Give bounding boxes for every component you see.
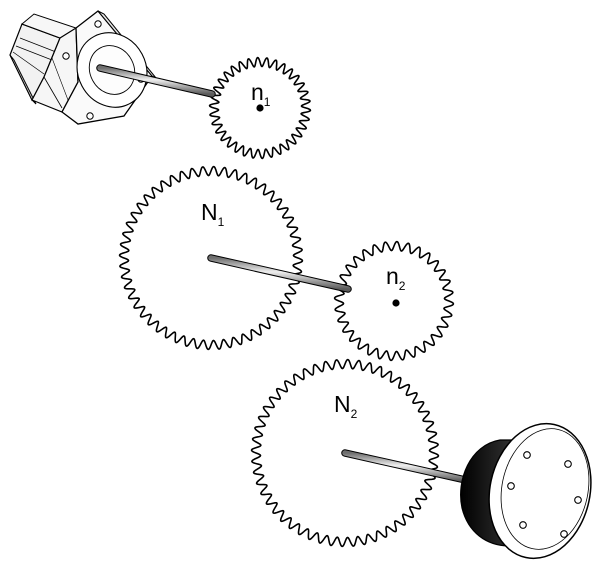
gear-n1-label: n1 [251,79,271,109]
output-wheel-icon [460,422,592,560]
gear-N1-label: N1 [201,199,225,229]
gear-n2-label: n2 [386,263,406,293]
gear-n2-center-dot [392,299,400,307]
gear-N2-label: N2 [334,391,358,421]
intermediate-shaft [207,254,352,293]
motor-shaft [96,64,216,98]
stepper-motor-icon [9,10,157,125]
gear-n1-center-dot [256,104,264,112]
output-shaft [341,449,474,485]
